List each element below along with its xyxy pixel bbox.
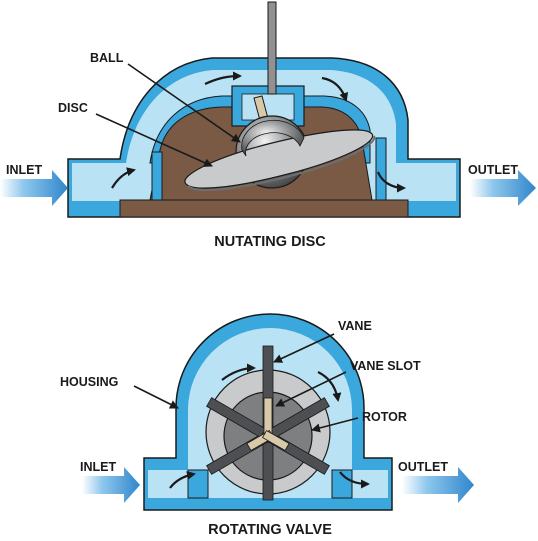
- nd-shaft: [267, 1, 277, 95]
- rv-outlet-label: OUTLET: [398, 460, 448, 474]
- nd-flow-arrow: [204, 71, 242, 85]
- nd-outlet-arrow: [470, 170, 536, 206]
- disc-leader: [95, 113, 213, 167]
- nd-title: NUTATING DISC: [214, 234, 326, 250]
- nd-disc: [184, 129, 374, 189]
- nd-inlet-divider: [151, 151, 163, 201]
- rv-flow-arrow: [339, 471, 370, 489]
- nd-outlet-divider: [375, 137, 387, 201]
- rv-flow-arrow: [317, 371, 342, 402]
- rotor-leader: [311, 417, 359, 433]
- rv-inlet-label: INLET: [80, 460, 116, 474]
- nd-flow-arrow: [111, 167, 136, 189]
- housing-label: HOUSING: [60, 375, 118, 389]
- rv-outlet-arrow: [402, 467, 474, 503]
- rv-flow-arrow: [169, 470, 196, 489]
- nutating-disc-diagram: BALL DISC INLET OUTLET NUTATING DISC: [0, 1, 536, 250]
- nd-flow-arrow: [376, 171, 406, 193]
- vane-label: VANE: [338, 319, 372, 333]
- ball-leader: [127, 63, 241, 143]
- vane-slot-leader: [275, 371, 347, 407]
- vane-leader: [273, 333, 335, 363]
- rv-flow-arrow: [221, 363, 256, 381]
- vane: [262, 435, 274, 501]
- nd-inlet-label: INLET: [6, 163, 42, 177]
- housing-leader: [133, 385, 179, 409]
- nd-outlet-label: OUTLET: [468, 163, 518, 177]
- rotating-valve-diagram: VANE VANE SLOT HOUSING ROTOR INLET OUTLE…: [60, 313, 474, 538]
- nd-base: [119, 199, 409, 218]
- rotor-label: ROTOR: [362, 410, 407, 424]
- nd-flow-arrow: [321, 76, 349, 102]
- disc-label: DISC: [58, 101, 88, 115]
- rv-inlet-arrow: [82, 467, 140, 503]
- rv-title: ROTATING VALVE: [208, 522, 332, 538]
- nd-inlet-arrow: [0, 170, 68, 206]
- ball-label: BALL: [90, 51, 124, 65]
- vane-slot-label: VANE SLOT: [350, 359, 421, 373]
- rv-vane-slot: [246, 397, 290, 452]
